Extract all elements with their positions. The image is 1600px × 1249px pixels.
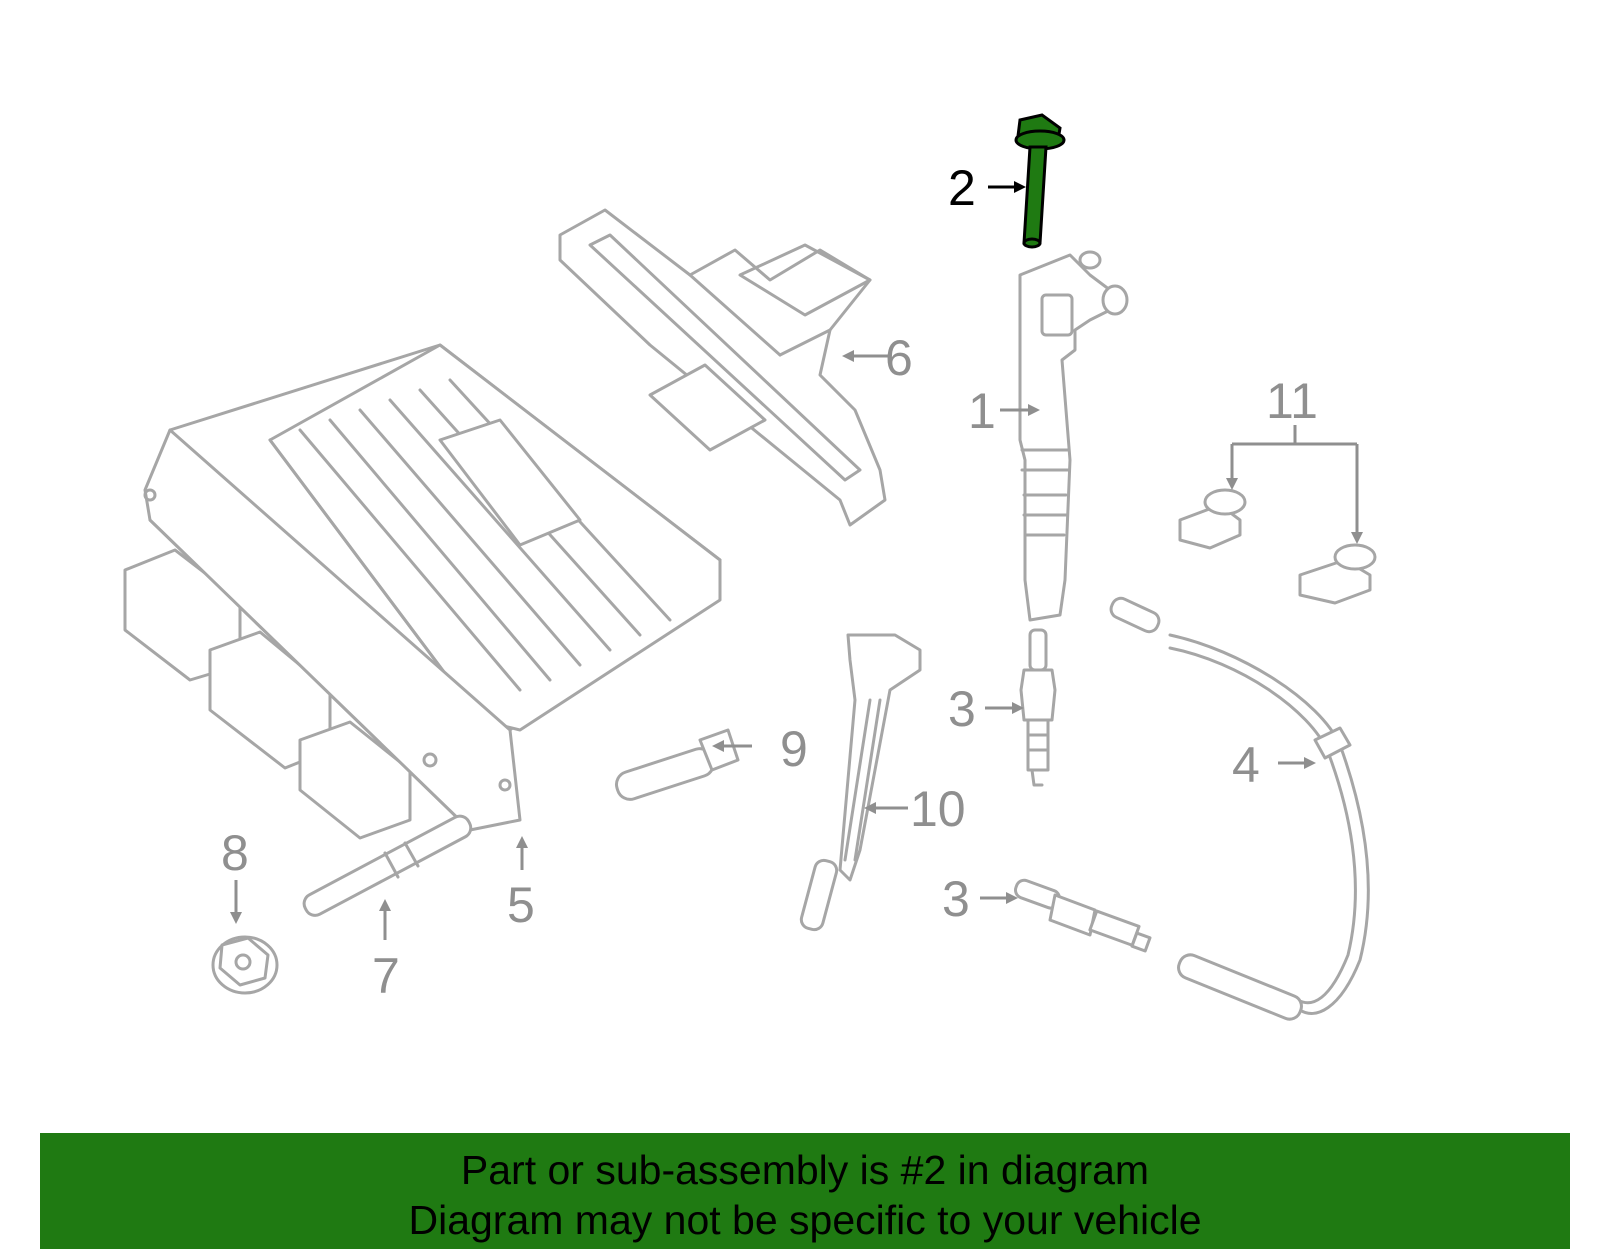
part-10-sensor xyxy=(799,633,922,932)
part-6-mounting-bracket xyxy=(558,208,887,527)
part-11-clip-lower xyxy=(1298,543,1377,605)
callout-7: 7 xyxy=(372,948,400,1004)
callout-11: 11 xyxy=(1266,373,1318,429)
part-7-sensor xyxy=(302,814,473,917)
callout-3-upper: 3 xyxy=(948,681,976,737)
banner-line-part: Part or sub-assembly is #2 in diagram xyxy=(460,1147,1150,1193)
banner-line-disclaimer: Diagram may not be specific to your vehi… xyxy=(408,1197,1202,1243)
info-banner: Part or sub-assembly is #2 in diagram Di… xyxy=(40,1133,1570,1249)
part-8-nut xyxy=(211,935,279,995)
callout-9: 9 xyxy=(780,721,808,777)
part-2-bolt xyxy=(1014,113,1066,249)
part-4-oxygen-sensor xyxy=(1109,596,1370,1021)
callout-5: 5 xyxy=(507,877,535,933)
part-3-spark-plug-upper xyxy=(1019,628,1057,787)
part-9-sensor xyxy=(615,728,740,801)
part-11-clip-upper xyxy=(1178,488,1247,550)
leader-lines xyxy=(230,181,1363,940)
callout-8: 8 xyxy=(221,825,249,881)
callout-6: 6 xyxy=(885,330,913,386)
callout-2: 2 xyxy=(948,160,976,216)
part-5-engine-control-module xyxy=(123,343,722,840)
part-1-ignition-coil xyxy=(1018,250,1129,622)
callout-3-lower: 3 xyxy=(942,871,970,927)
callout-10: 10 xyxy=(910,781,966,837)
callout-4: 4 xyxy=(1232,737,1260,793)
callout-1: 1 xyxy=(968,383,996,439)
part-3-spark-plug-lower xyxy=(1014,878,1152,953)
